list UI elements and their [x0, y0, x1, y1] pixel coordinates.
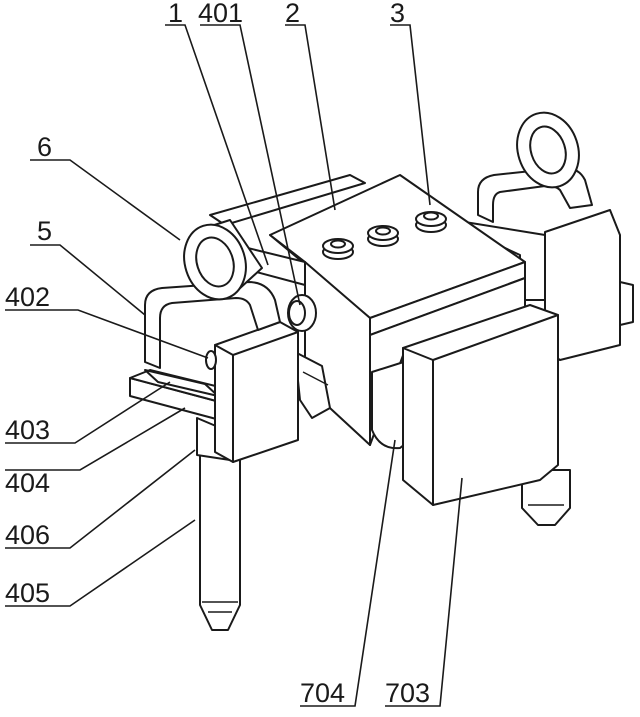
button-middle	[367, 225, 399, 247]
label-403: 403	[5, 415, 50, 445]
front-leg-housing	[214, 321, 299, 463]
label-1: 1	[168, 0, 183, 28]
right-leg-assembly	[477, 111, 634, 526]
front-pulley-inner	[195, 236, 235, 288]
front-panel-assembly	[371, 304, 559, 506]
label-406: 406	[5, 520, 50, 550]
label-401: 401	[198, 0, 243, 28]
label-405: 405	[5, 578, 50, 608]
panel-703	[402, 304, 559, 506]
label-703: 703	[385, 678, 430, 708]
bolt-402	[205, 350, 217, 370]
label-5: 5	[37, 216, 52, 246]
leader-lines	[5, 24, 463, 707]
right-leg-side-plate	[619, 281, 634, 326]
reference-labels: 1 401 2 3 6 5 402 403 404 406 405 704 70…	[5, 0, 430, 708]
front-left-leg	[129, 281, 299, 631]
front-pulley-6	[183, 219, 263, 301]
button-right	[415, 211, 447, 233]
button-left	[322, 238, 354, 260]
label-402: 402	[5, 282, 50, 312]
control-buttons	[322, 211, 447, 260]
front-leg-rod-405	[199, 454, 241, 631]
clamp-block	[294, 351, 331, 419]
label-3: 3	[390, 0, 405, 28]
right-leg-rod	[521, 469, 571, 526]
right-pulley-inner	[529, 125, 567, 175]
label-2: 2	[285, 0, 300, 28]
label-404: 404	[5, 468, 50, 498]
label-6: 6	[37, 132, 52, 162]
label-704: 704	[300, 678, 345, 708]
